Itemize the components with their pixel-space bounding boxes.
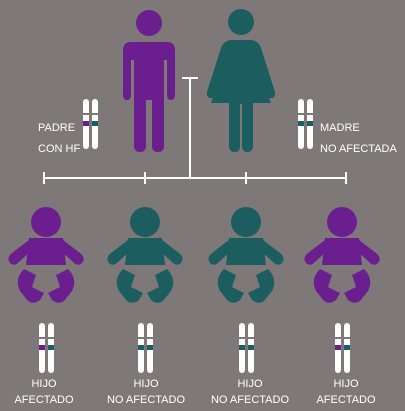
mother-label-line2: NO AFECTADA xyxy=(320,139,397,160)
chromosome-pair-icon xyxy=(335,323,351,373)
child-label-4: HIJO AFECTADO xyxy=(306,376,386,408)
mother-label-line1: MADRE xyxy=(320,118,397,139)
child-label-2: HIJO NO AFECTADO xyxy=(104,376,188,408)
child-2-line1: HIJO xyxy=(104,376,188,392)
child-4-line1: HIJO xyxy=(306,376,386,392)
chromosome-pair-icon xyxy=(83,99,99,149)
child-4-line2: AFECTADO xyxy=(306,392,386,408)
child-2-line2: NO AFECTADO xyxy=(104,392,188,408)
baby-icon xyxy=(8,207,83,303)
chromosome-pair-icon xyxy=(138,323,154,373)
child-1-line1: HIJO xyxy=(4,376,84,392)
mother-label: MADRE NO AFECTADA xyxy=(320,118,397,160)
father-label-line1: PADRE xyxy=(38,118,80,139)
father-label: PADRE CON HF xyxy=(38,118,80,160)
child-1-line2: AFECTADO xyxy=(4,392,84,408)
man-icon xyxy=(123,10,175,152)
woman-icon xyxy=(207,9,275,152)
chromosome-pair-icon xyxy=(298,99,314,149)
child-3-line2: NO AFECTADO xyxy=(204,392,296,408)
child-3-line1: HIJO xyxy=(204,376,296,392)
chromosome-pair-icon xyxy=(39,323,55,373)
baby-icon xyxy=(208,207,283,303)
baby-icon xyxy=(107,207,182,303)
child-label-1: HIJO AFECTADO xyxy=(4,376,84,408)
father-label-line2: CON HF xyxy=(38,139,80,160)
baby-icon xyxy=(304,207,379,303)
chromosome-pair-icon xyxy=(239,323,255,373)
child-label-3: HIJO NO AFECTADO xyxy=(204,376,296,408)
